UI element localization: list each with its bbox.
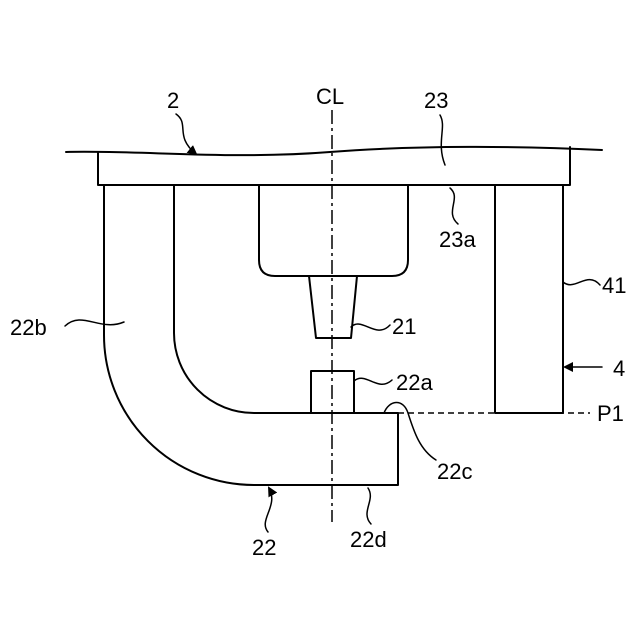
label-22: 22	[252, 535, 276, 560]
leader-23	[440, 115, 445, 165]
tapered-member-21	[309, 276, 357, 338]
upper-holder-block	[259, 185, 408, 276]
label-4: 4	[613, 356, 625, 381]
leader-2	[176, 114, 196, 154]
label-22b: 22b	[10, 315, 47, 340]
leader-41	[563, 280, 600, 285]
label-23a: 23a	[439, 227, 476, 252]
label-cl: CL	[316, 84, 344, 109]
leader-22d	[367, 488, 371, 524]
base-wavy-top-line	[66, 147, 602, 155]
label-41: 41	[602, 273, 626, 298]
label-2: 2	[167, 88, 179, 113]
label-22c: 22c	[437, 459, 472, 484]
leader-22b	[65, 320, 124, 326]
arm-22	[104, 185, 398, 485]
leader-22	[265, 488, 272, 532]
label-23: 23	[424, 88, 448, 113]
leader-22c	[384, 402, 436, 460]
leader-21	[351, 324, 390, 330]
leader-23a	[450, 188, 458, 224]
label-p1: P1	[597, 401, 624, 426]
member-4	[495, 185, 563, 413]
label-22a: 22a	[396, 370, 433, 395]
leader-22a	[354, 378, 392, 384]
label-22d: 22d	[350, 527, 387, 552]
label-21: 21	[392, 314, 416, 339]
